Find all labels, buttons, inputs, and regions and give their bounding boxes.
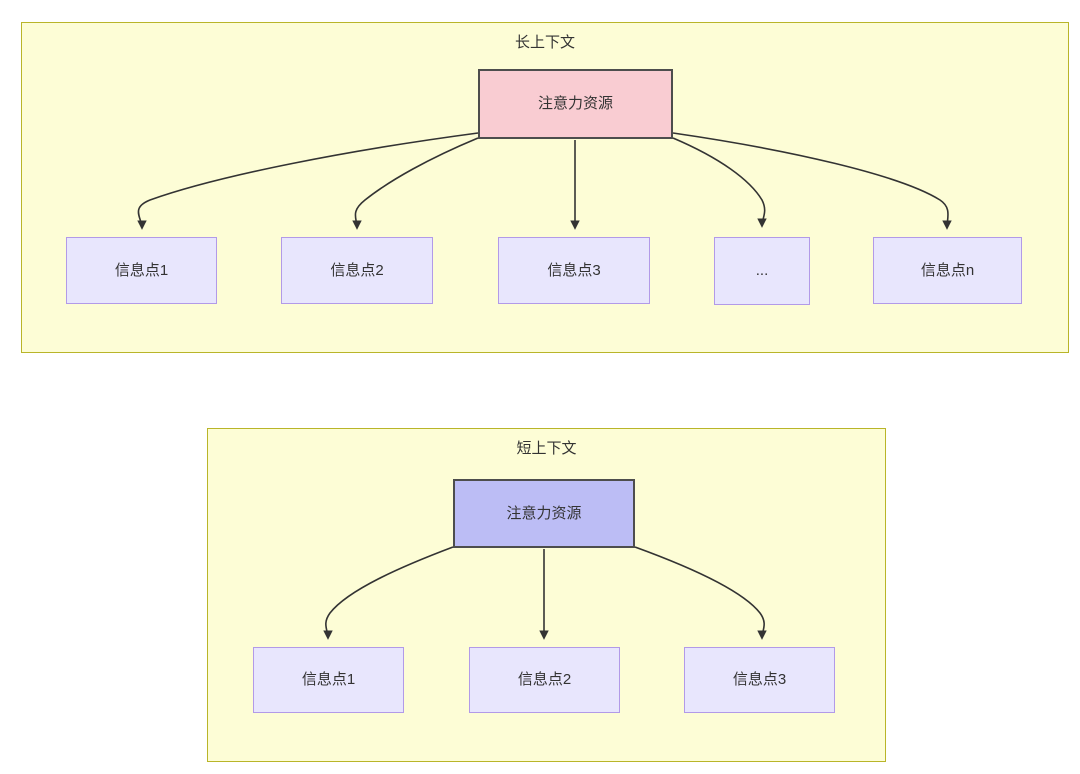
node-info-point-2-long[interactable]: 信息点2 <box>281 237 433 304</box>
node-info-point-2-short[interactable]: 信息点2 <box>469 647 620 713</box>
node-attention-resource-long[interactable]: 注意力资源 <box>478 69 673 139</box>
node-info-point-3-long[interactable]: 信息点3 <box>498 237 650 304</box>
node-info-point-n-long[interactable]: 信息点n <box>873 237 1022 304</box>
node-info-point-1-short[interactable]: 信息点1 <box>253 647 404 713</box>
node-info-point-ellipsis-long[interactable]: ... <box>714 237 810 305</box>
node-info-point-1-long[interactable]: 信息点1 <box>66 237 217 304</box>
node-attention-resource-short[interactable]: 注意力资源 <box>453 479 635 548</box>
group-short-context-title: 短上下文 <box>516 440 577 457</box>
group-long-context-title: 长上下文 <box>514 34 575 51</box>
node-info-point-3-short[interactable]: 信息点3 <box>684 647 835 713</box>
